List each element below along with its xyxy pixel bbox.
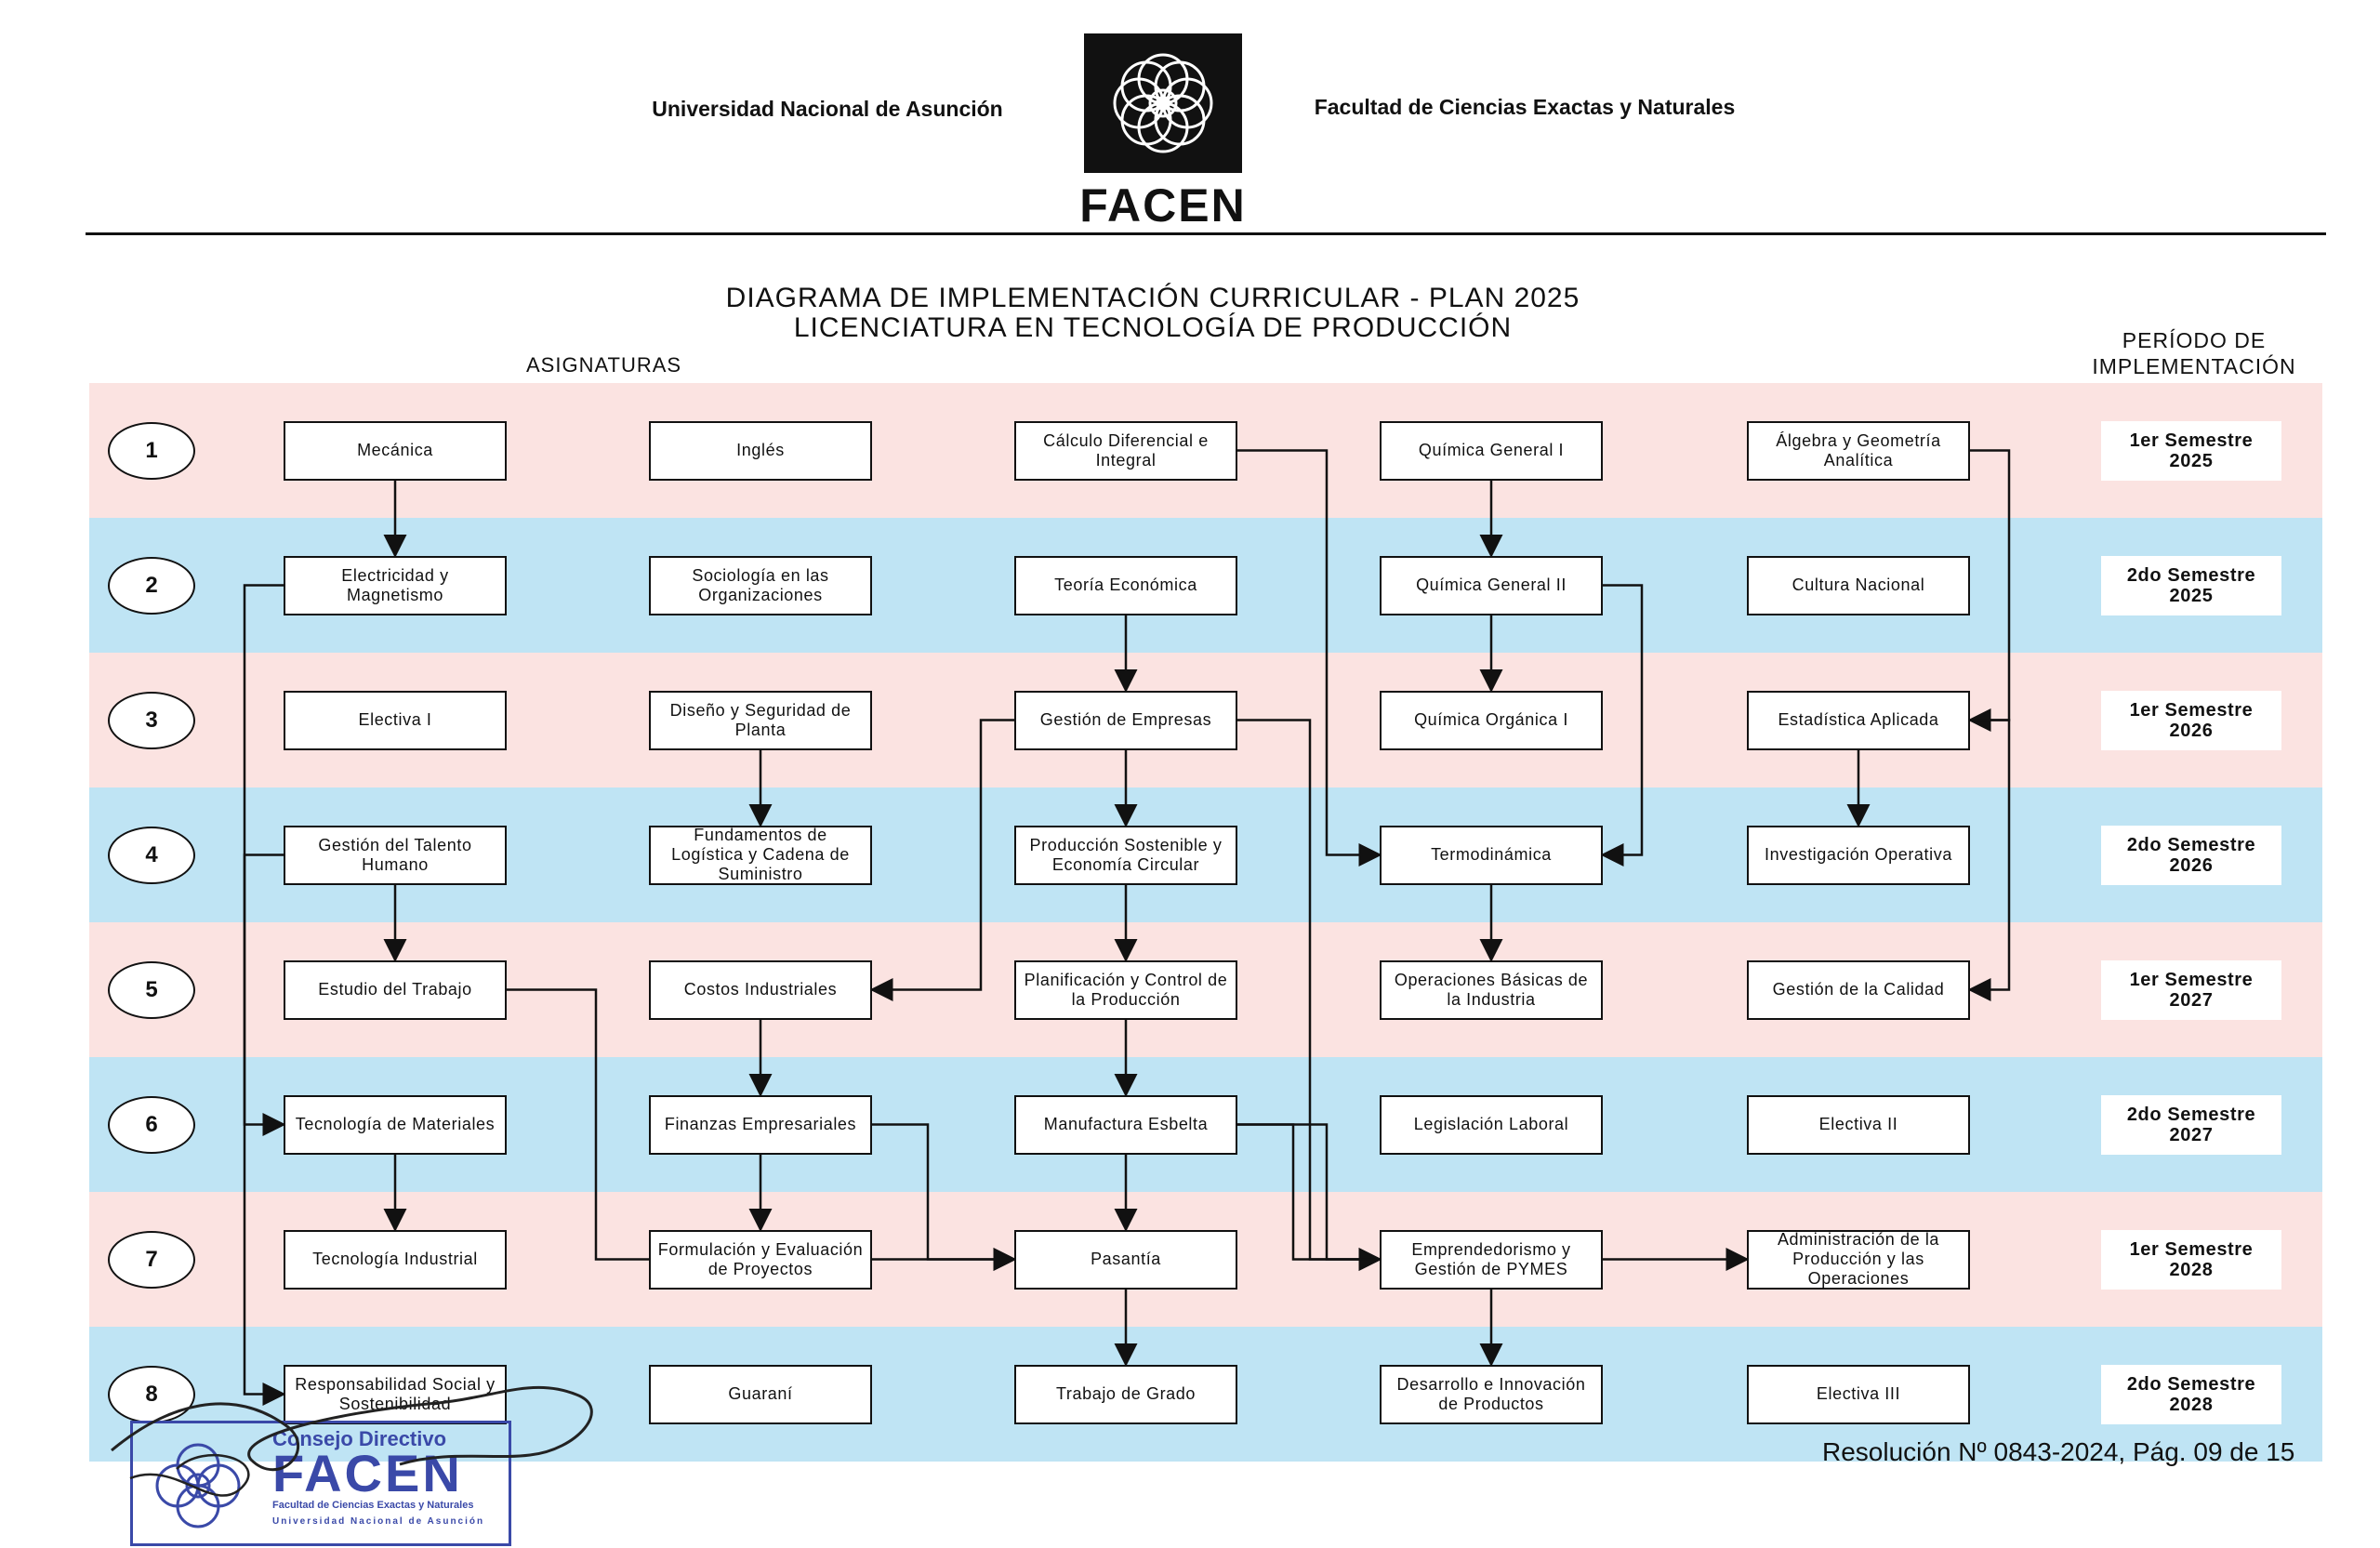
periodo-label-line: IMPLEMENTACIÓN (2092, 354, 2296, 378)
arrow-gestion_empresas-to-costos (869, 719, 1014, 1001)
arrow-quimica2-to-termo (1600, 584, 1644, 867)
semester-number-1: 1 (108, 421, 195, 480)
semester-number-7: 7 (108, 1230, 195, 1289)
arrow-estadistica-to-calidad (1967, 719, 2011, 1001)
arrow-gestion_empresas-to-emprendedorismo (1237, 719, 1382, 1271)
subject-mecanica: Mecánica (284, 420, 507, 481)
subject-ingles: Inglés (649, 420, 872, 481)
subject-desarrollo: Desarrollo e Innovación de Productos (1380, 1364, 1603, 1424)
semester-number-4: 4 (108, 826, 195, 884)
subject-gestion_empresas: Gestión de Empresas (1014, 690, 1237, 750)
semester-number-3: 3 (108, 691, 195, 749)
faculty-name: Facultad de Ciencias Exactas y Naturales (1314, 95, 1736, 119)
subject-manufactura: Manufactura Esbelta (1014, 1094, 1237, 1155)
diagram-title: DIAGRAMA DE IMPLEMENTACIÓN CURRICULAR - … (725, 283, 1580, 313)
stamp-faculty: Facultad de Ciencias Exactas y Naturales (272, 1500, 474, 1511)
subject-costos: Costos Industriales (649, 959, 872, 1020)
subject-estadistica: Estadística Aplicada (1747, 690, 1970, 750)
subject-finanzas: Finanzas Empresariales (649, 1094, 872, 1155)
subject-calculo: Cálculo Diferencial e Integral (1014, 420, 1237, 481)
period-label-7: 1er Semestre 2028 (2101, 1229, 2281, 1290)
subject-legislacion: Legislación Laboral (1380, 1094, 1603, 1155)
asignaturas-label: ASIGNATURAS (526, 353, 682, 377)
subject-teoria: Teoría Económica (1014, 555, 1237, 615)
semester-number-5: 5 (108, 960, 195, 1019)
subject-cultura: Cultura Nacional (1747, 555, 1970, 615)
period-label-8: 2do Semestre 2028 (2101, 1364, 2281, 1424)
subject-tec_industrial: Tecnología Industrial (284, 1229, 507, 1290)
stamp-logo-text: FACEN (272, 1444, 463, 1502)
subject-produccion_sost: Producción Sostenible y Economía Circula… (1014, 825, 1237, 885)
handwritten-signature (111, 1385, 593, 1497)
subject-calidad: Gestión de la Calidad (1747, 959, 1970, 1020)
subject-electiva3: Electiva III (1747, 1364, 1970, 1424)
arrow-talento-to-rse (243, 853, 286, 1406)
logo-text: FACEN (1080, 179, 1247, 229)
subject-logistica: Fundamentos de Logística y Cadena de Sum… (649, 825, 872, 885)
subject-planificacion: Planificación y Control de la Producción (1014, 959, 1237, 1020)
subject-pasantia: Pasantía (1014, 1229, 1237, 1290)
period-label-6: 2do Semestre 2027 (2101, 1094, 2281, 1155)
footer-resolution: Resolución Nº 0843-2024, Pág. 09 de 15 (1822, 1437, 2295, 1466)
subject-diseno: Diseño y Seguridad de Planta (649, 690, 872, 750)
facen-logo: FACEN (1080, 33, 1247, 229)
subject-trabajo_grado: Trabajo de Grado (1014, 1364, 1237, 1424)
subject-guarani: Guaraní (649, 1364, 872, 1424)
subject-quimica2: Química General II (1380, 555, 1603, 615)
subject-sociologia: Sociología en las Organizaciones (649, 555, 872, 615)
subject-admin_ops: Administración de la Producción y las Op… (1747, 1229, 1970, 1290)
stamp-rosette-icon (155, 1443, 241, 1528)
subject-emprendedorismo: Emprendedorismo y Gestión de PYMES (1380, 1229, 1603, 1290)
university-name: Universidad Nacional de Asunción (652, 97, 1003, 121)
semester-number-6: 6 (108, 1095, 195, 1154)
arrow-algebra-to-estadistica (1967, 449, 2011, 732)
period-label-1: 1er Semestre 2025 (2101, 420, 2281, 481)
period-label-4: 2do Semestre 2026 (2101, 825, 2281, 885)
stamp-title: Consejo Directivo (272, 1427, 447, 1450)
arrow-manufactura-to-emprendedorismo (1237, 1123, 1382, 1271)
subject-electricidad: Electricidad y Magnetismo (284, 555, 507, 615)
period-label-3: 1er Semestre 2026 (2101, 690, 2281, 750)
diagram-subtitle: LICENCIATURA EN TECNOLOGÍA DE PRODUCCIÓN (793, 312, 1513, 343)
subject-formulacion: Formulación y Evaluación de Proyectos (649, 1229, 872, 1290)
subject-electiva2: Electiva II (1747, 1094, 1970, 1155)
header-rule (86, 232, 2326, 235)
semester-number-8: 8 (108, 1365, 195, 1423)
arrow-finanzas-to-pasantia (872, 1123, 1017, 1271)
period-label-2: 2do Semestre 2025 (2101, 555, 2281, 615)
subject-quimica1: Química General I (1380, 420, 1603, 481)
arrow-calculo-to-termo (1237, 449, 1382, 867)
stamp-university: Universidad Nacional de Asunción (272, 1516, 485, 1527)
semester-number-2: 2 (108, 556, 195, 615)
subject-investigacion: Investigación Operativa (1747, 825, 1970, 885)
subject-tec_materiales: Tecnología de Materiales (284, 1094, 507, 1155)
subject-quimica_org: Química Orgánica I (1380, 690, 1603, 750)
subject-termo: Termodinámica (1380, 825, 1603, 885)
period-label-5: 1er Semestre 2027 (2101, 959, 2281, 1020)
subject-talento: Gestión del Talento Humano (284, 825, 507, 885)
subject-algebra: Álgebra y Geometría Analítica (1747, 420, 1970, 481)
subject-operaciones: Operaciones Básicas de la Industria (1380, 959, 1603, 1020)
subject-electiva1: Electiva I (284, 690, 507, 750)
periodo-label-line: PERÍODO DE (2122, 328, 2267, 352)
subject-estudio: Estudio del Trabajo (284, 959, 507, 1020)
